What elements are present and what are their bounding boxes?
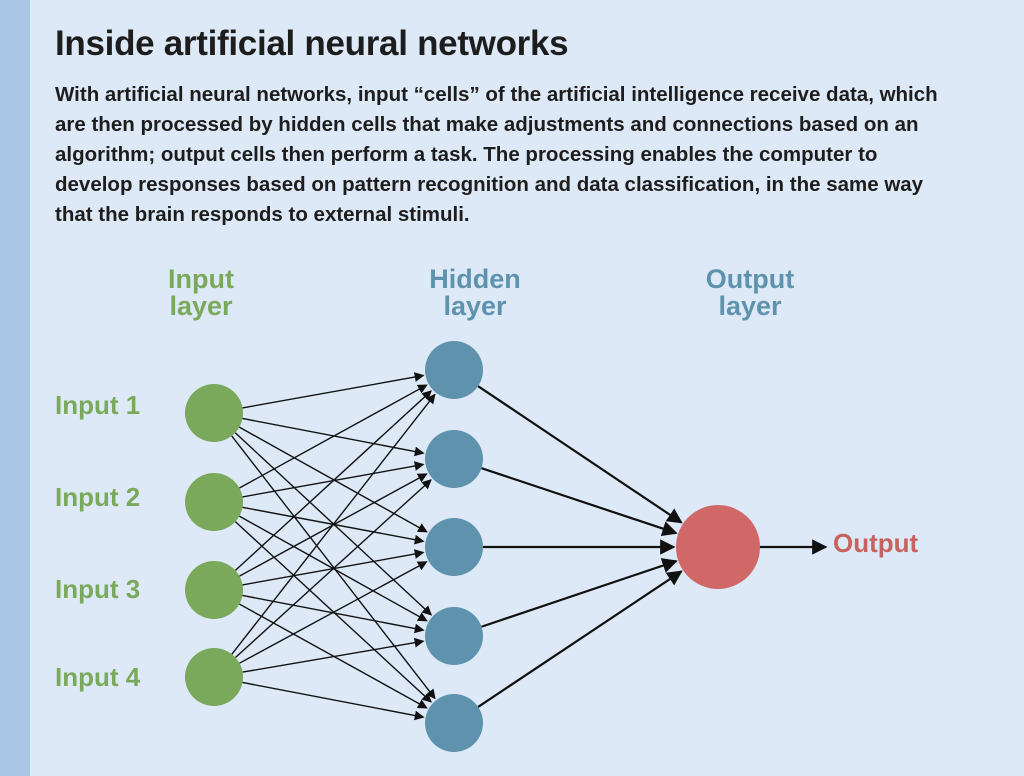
input-node-3 bbox=[185, 561, 243, 619]
edge-input1-hidden5 bbox=[231, 435, 436, 700]
input-node-2 bbox=[185, 473, 243, 531]
hidden-node-1 bbox=[425, 341, 483, 399]
edge-input4-hidden1 bbox=[231, 393, 436, 655]
output-node bbox=[676, 505, 760, 589]
input-label-2: Input 2 bbox=[55, 482, 141, 512]
output-label: Output bbox=[833, 528, 919, 558]
input-label-4: Input 4 bbox=[55, 662, 141, 692]
hidden-layer-heading: Hidden layer bbox=[429, 264, 521, 321]
edge-input4-hidden4 bbox=[242, 637, 425, 673]
edge-input4-hidden5 bbox=[242, 681, 425, 721]
edge-input1-hidden3 bbox=[238, 426, 428, 533]
input-node-1 bbox=[185, 384, 243, 442]
hidden-node-2 bbox=[425, 430, 483, 488]
edge-input2-hidden1 bbox=[239, 384, 428, 489]
edge-hidden4-output bbox=[481, 558, 678, 628]
side-accent-bar bbox=[0, 0, 30, 776]
edge-input4-hidden2 bbox=[234, 479, 432, 659]
hidden-node-4 bbox=[425, 607, 483, 665]
hidden-node-5 bbox=[425, 694, 483, 752]
edge-hidden2-output bbox=[481, 467, 678, 537]
input-layer-heading: Input layer bbox=[168, 264, 234, 321]
edge-input3-hidden1 bbox=[234, 390, 432, 571]
input-label-3: Input 3 bbox=[55, 574, 141, 604]
description: With artificial neural networks, input “… bbox=[55, 83, 938, 226]
input-node-4 bbox=[185, 648, 243, 706]
edge-input1-hidden1 bbox=[242, 372, 425, 409]
edge-input4-hidden3 bbox=[239, 561, 428, 664]
edge-hidden1-output bbox=[477, 385, 683, 524]
output-layer-heading: Output layer bbox=[705, 264, 795, 321]
page-title: Inside artificial neural networks bbox=[55, 24, 569, 63]
input-label-1: Input 1 bbox=[55, 390, 141, 420]
hidden-node-3 bbox=[425, 518, 483, 576]
edge-hidden5-output bbox=[477, 570, 683, 708]
